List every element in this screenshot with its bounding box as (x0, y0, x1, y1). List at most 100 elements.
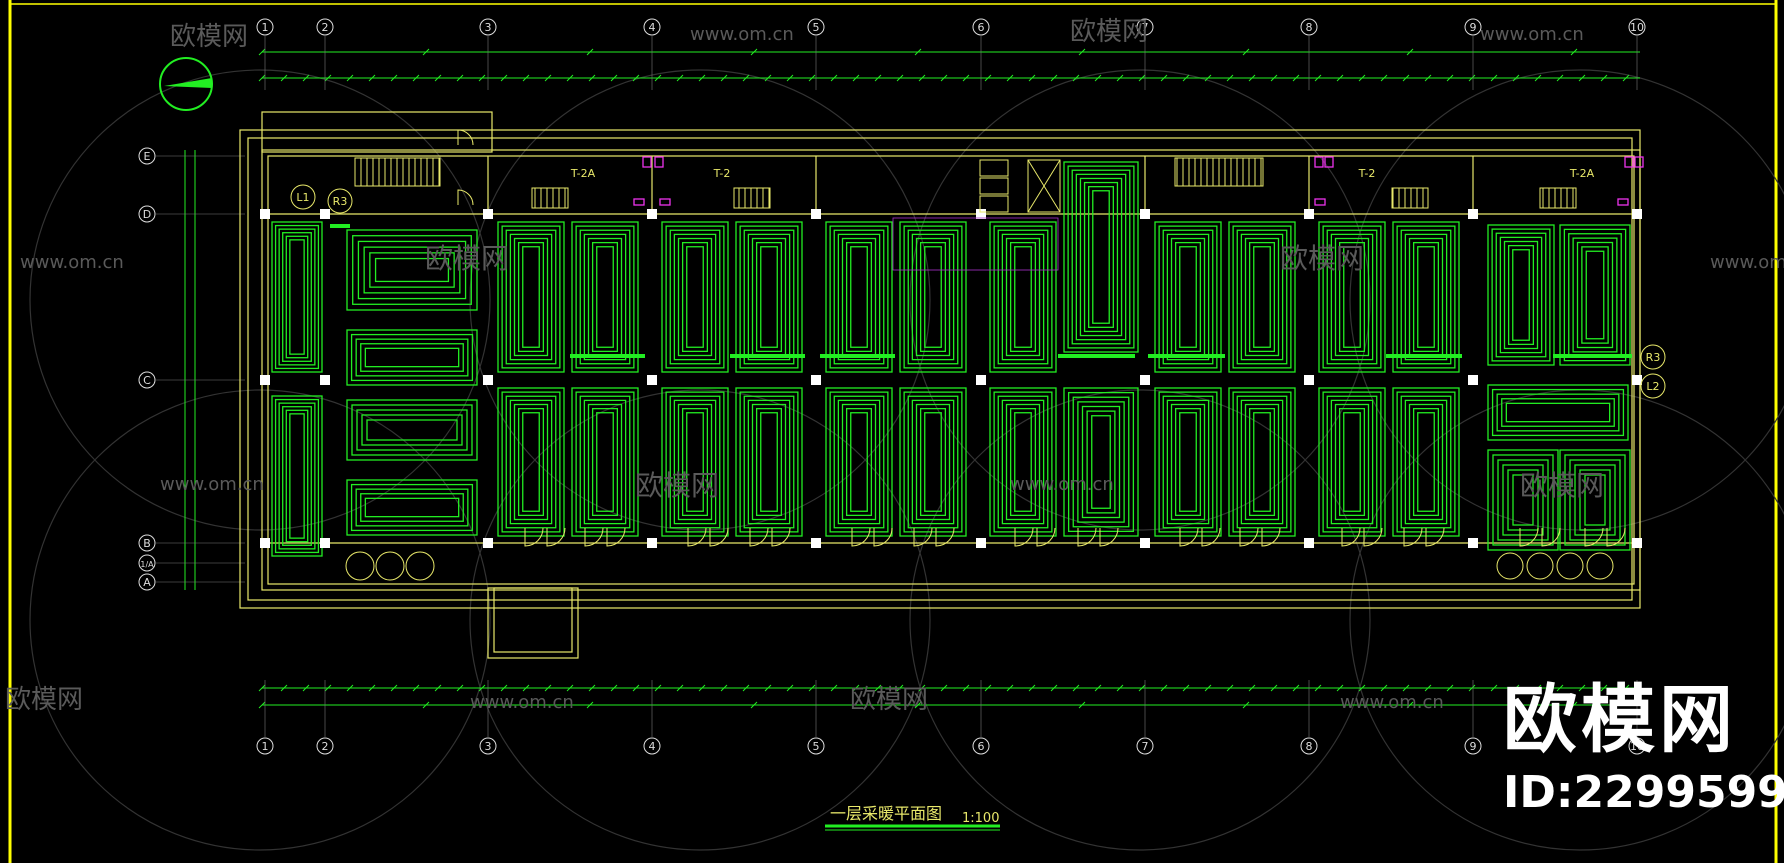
watermark-circle (1349, 69, 1784, 531)
heating-coil-loop (1063, 387, 1139, 537)
door-swing (749, 527, 769, 547)
axis-bubble-top: 3 (479, 18, 497, 36)
axis-row-label: C (143, 374, 151, 387)
axis-bubble-row: E (138, 147, 156, 165)
column (1468, 209, 1478, 219)
column (1140, 375, 1150, 385)
riser-tag-r3-right: R3 (1640, 344, 1666, 370)
axis-bubble-top: 9 (1464, 18, 1482, 36)
heating-coil-loop (1154, 221, 1222, 373)
column (811, 375, 821, 385)
room-labels: T-2A T-2 T-2 T-2A (570, 167, 1595, 180)
door-swing (457, 129, 474, 146)
door-swing (771, 527, 791, 547)
heating-coil-loop (1154, 387, 1222, 537)
axis-top-label: 2 (322, 21, 329, 34)
door-swing (935, 527, 955, 547)
axis-bubble-top: 6 (972, 18, 990, 36)
heating-coil-loop (346, 329, 478, 386)
axis-bubble-bottom: 9 (1464, 737, 1482, 755)
door-swing (709, 527, 729, 547)
column (976, 209, 986, 219)
axis-bubble-bottom: 6 (972, 737, 990, 755)
heating-coil-loop (825, 221, 893, 373)
door-swing (606, 527, 626, 547)
axis-bubble-bottom: 4 (643, 737, 661, 755)
door-swing (913, 527, 933, 547)
heating-coil-loop (571, 221, 639, 373)
axis-top-label: 8 (1306, 21, 1313, 34)
door-swing (1036, 527, 1056, 547)
watermark-text: 欧模网 (635, 469, 719, 502)
heating-coil-loop (825, 387, 893, 537)
watermark-text: 欧模网 (425, 242, 509, 275)
axis-bottom-label: 10 (1630, 740, 1644, 753)
axis-row-label: E (144, 150, 151, 163)
heating-coil-loop (661, 387, 729, 537)
watermark-circle (909, 389, 1371, 851)
heating-coil-loop (899, 387, 967, 537)
door-swing (1496, 552, 1524, 580)
column (1304, 375, 1314, 385)
door-swing (1403, 527, 1423, 547)
door-swing (873, 527, 893, 547)
dimension-lines (184, 48, 1640, 709)
heating-coils (271, 161, 1631, 557)
column (976, 538, 986, 548)
column (647, 209, 657, 219)
axis-top-label: 7 (1142, 21, 1149, 34)
heating-coil-loop (271, 395, 323, 557)
door-swing (1526, 552, 1554, 580)
axis-bubble-top: 8 (1300, 18, 1318, 36)
riser-tags: L1 R3 R3 L2 (290, 184, 1666, 399)
axis-bubble-row: B (138, 534, 156, 552)
axis-top-label: 10 (1630, 21, 1644, 34)
axis-bubble-bottom: 1 (256, 737, 274, 755)
drawing-title: 一层采暖平面图 (830, 804, 942, 823)
watermark-text: www.om.cn (160, 474, 264, 495)
heating-coil-loop (346, 399, 478, 461)
fixtures (633, 156, 1644, 271)
axis-bubble-top: 5 (807, 18, 825, 36)
watermark-text: 欧模网 (170, 22, 248, 52)
column (260, 209, 270, 219)
door-swing (584, 527, 604, 547)
door-swing (457, 189, 474, 206)
door-swing (405, 551, 435, 581)
column (320, 538, 330, 548)
axis-bubble-bottom: 5 (807, 737, 825, 755)
column (647, 375, 657, 385)
building-walls (239, 111, 1641, 659)
column (260, 375, 270, 385)
axis-bubble-top: 4 (643, 18, 661, 36)
heating-coil-loop (1487, 224, 1555, 366)
column (1632, 209, 1642, 219)
axis-top-label: 1 (262, 21, 269, 34)
watermark-text: 欧模网 (850, 685, 928, 715)
axis-row-label: A (143, 576, 151, 589)
column (320, 375, 330, 385)
heating-coil-loop (989, 221, 1057, 373)
column (1632, 375, 1642, 385)
watermark-text: 欧模网 (1280, 242, 1364, 275)
axis-bubble-top: 7 (1136, 18, 1154, 36)
axis-bottom-label: 7 (1142, 740, 1149, 753)
axis-bubble-row: C (138, 371, 156, 389)
heating-coil-loop (346, 479, 478, 536)
watermark-circle (469, 69, 931, 531)
heating-coil-loop (1487, 384, 1629, 441)
structural-columns (260, 209, 1642, 548)
watermark-text: 欧模网 (5, 685, 83, 715)
axis-top-label: 3 (485, 21, 492, 34)
column (1468, 538, 1478, 548)
column (260, 538, 270, 548)
riser-tag-r3-left-text: R3 (333, 195, 348, 208)
axis-bottom-label: 8 (1306, 740, 1313, 753)
axis-bubble-row: 1/A (138, 554, 156, 572)
watermark-text: www.om.cn (1480, 24, 1584, 45)
axis-bottom-label: 4 (649, 740, 656, 753)
watermark-brand: 欧模网 (1503, 677, 1737, 763)
watermark-text: www.om.cn (20, 252, 124, 273)
axis-top-label: 5 (813, 21, 820, 34)
manifolds (330, 224, 1632, 358)
